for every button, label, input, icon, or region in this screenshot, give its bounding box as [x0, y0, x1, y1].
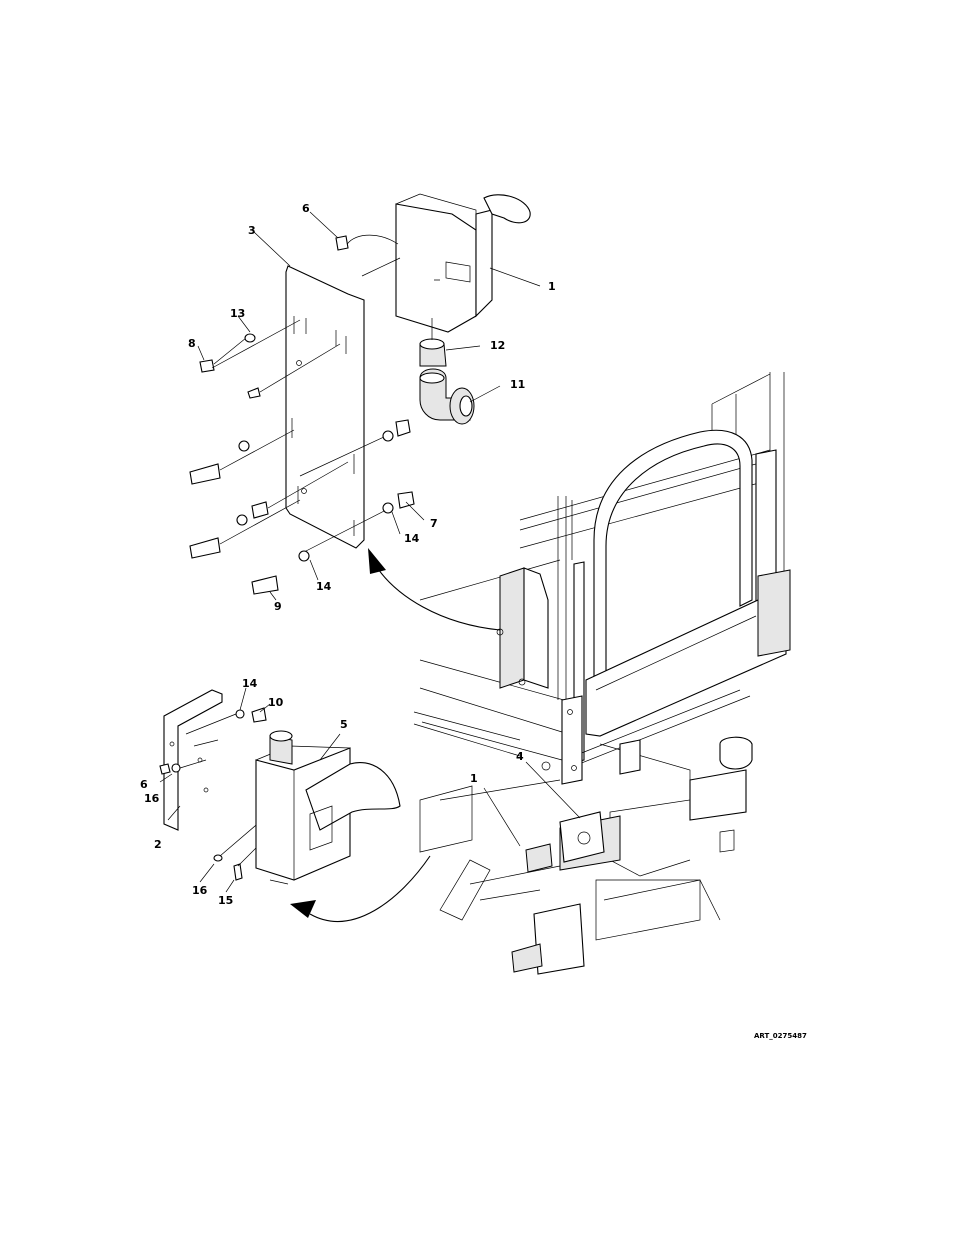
callout-16-lower: 16: [192, 884, 208, 897]
lower-curved-arrow: [290, 855, 431, 922]
mounting-plate: [285, 265, 365, 549]
callout-9: 9: [274, 600, 282, 613]
callout-6-lower: 6: [140, 778, 148, 791]
callout-3: 3: [248, 224, 256, 237]
upper-switch-box: [345, 193, 531, 333]
callout-10: 10: [268, 696, 284, 709]
upper-switch-assembly: [189, 193, 541, 601]
callout-8: 8: [188, 337, 196, 350]
upper-hardware: [189, 235, 415, 595]
callout-4: 4: [516, 750, 524, 763]
callout-1-upper: 1: [548, 280, 556, 293]
art-id: ART_0275487: [754, 1032, 807, 1040]
callout-16-upper: 16: [144, 792, 160, 805]
callout-15: 15: [218, 894, 233, 907]
callout-11: 11: [510, 378, 525, 391]
cable-fittings: [419, 318, 475, 425]
callout-14-upper-right: 14: [404, 532, 420, 545]
upper-leaders: [197, 211, 541, 601]
upper-curved-arrow: [368, 548, 501, 631]
callout-2: 2: [154, 838, 162, 851]
platform-structure: [413, 372, 791, 975]
callout-7: 7: [430, 517, 438, 530]
callout-6-upper: 6: [302, 202, 310, 215]
callout-5: 5: [340, 718, 348, 731]
callout-13: 13: [230, 307, 245, 320]
callout-1-lower: 1: [470, 772, 478, 785]
callout-14-upper-bottom: 14: [316, 580, 332, 593]
callout-14-lower: 14: [242, 677, 258, 690]
callout-labels: 6 3 1 13 8 12 11 7 14 9 14 14 10 5 4 1 6…: [140, 202, 556, 907]
callout-12: 12: [490, 339, 505, 352]
lower-switch-assembly: [159, 687, 401, 893]
